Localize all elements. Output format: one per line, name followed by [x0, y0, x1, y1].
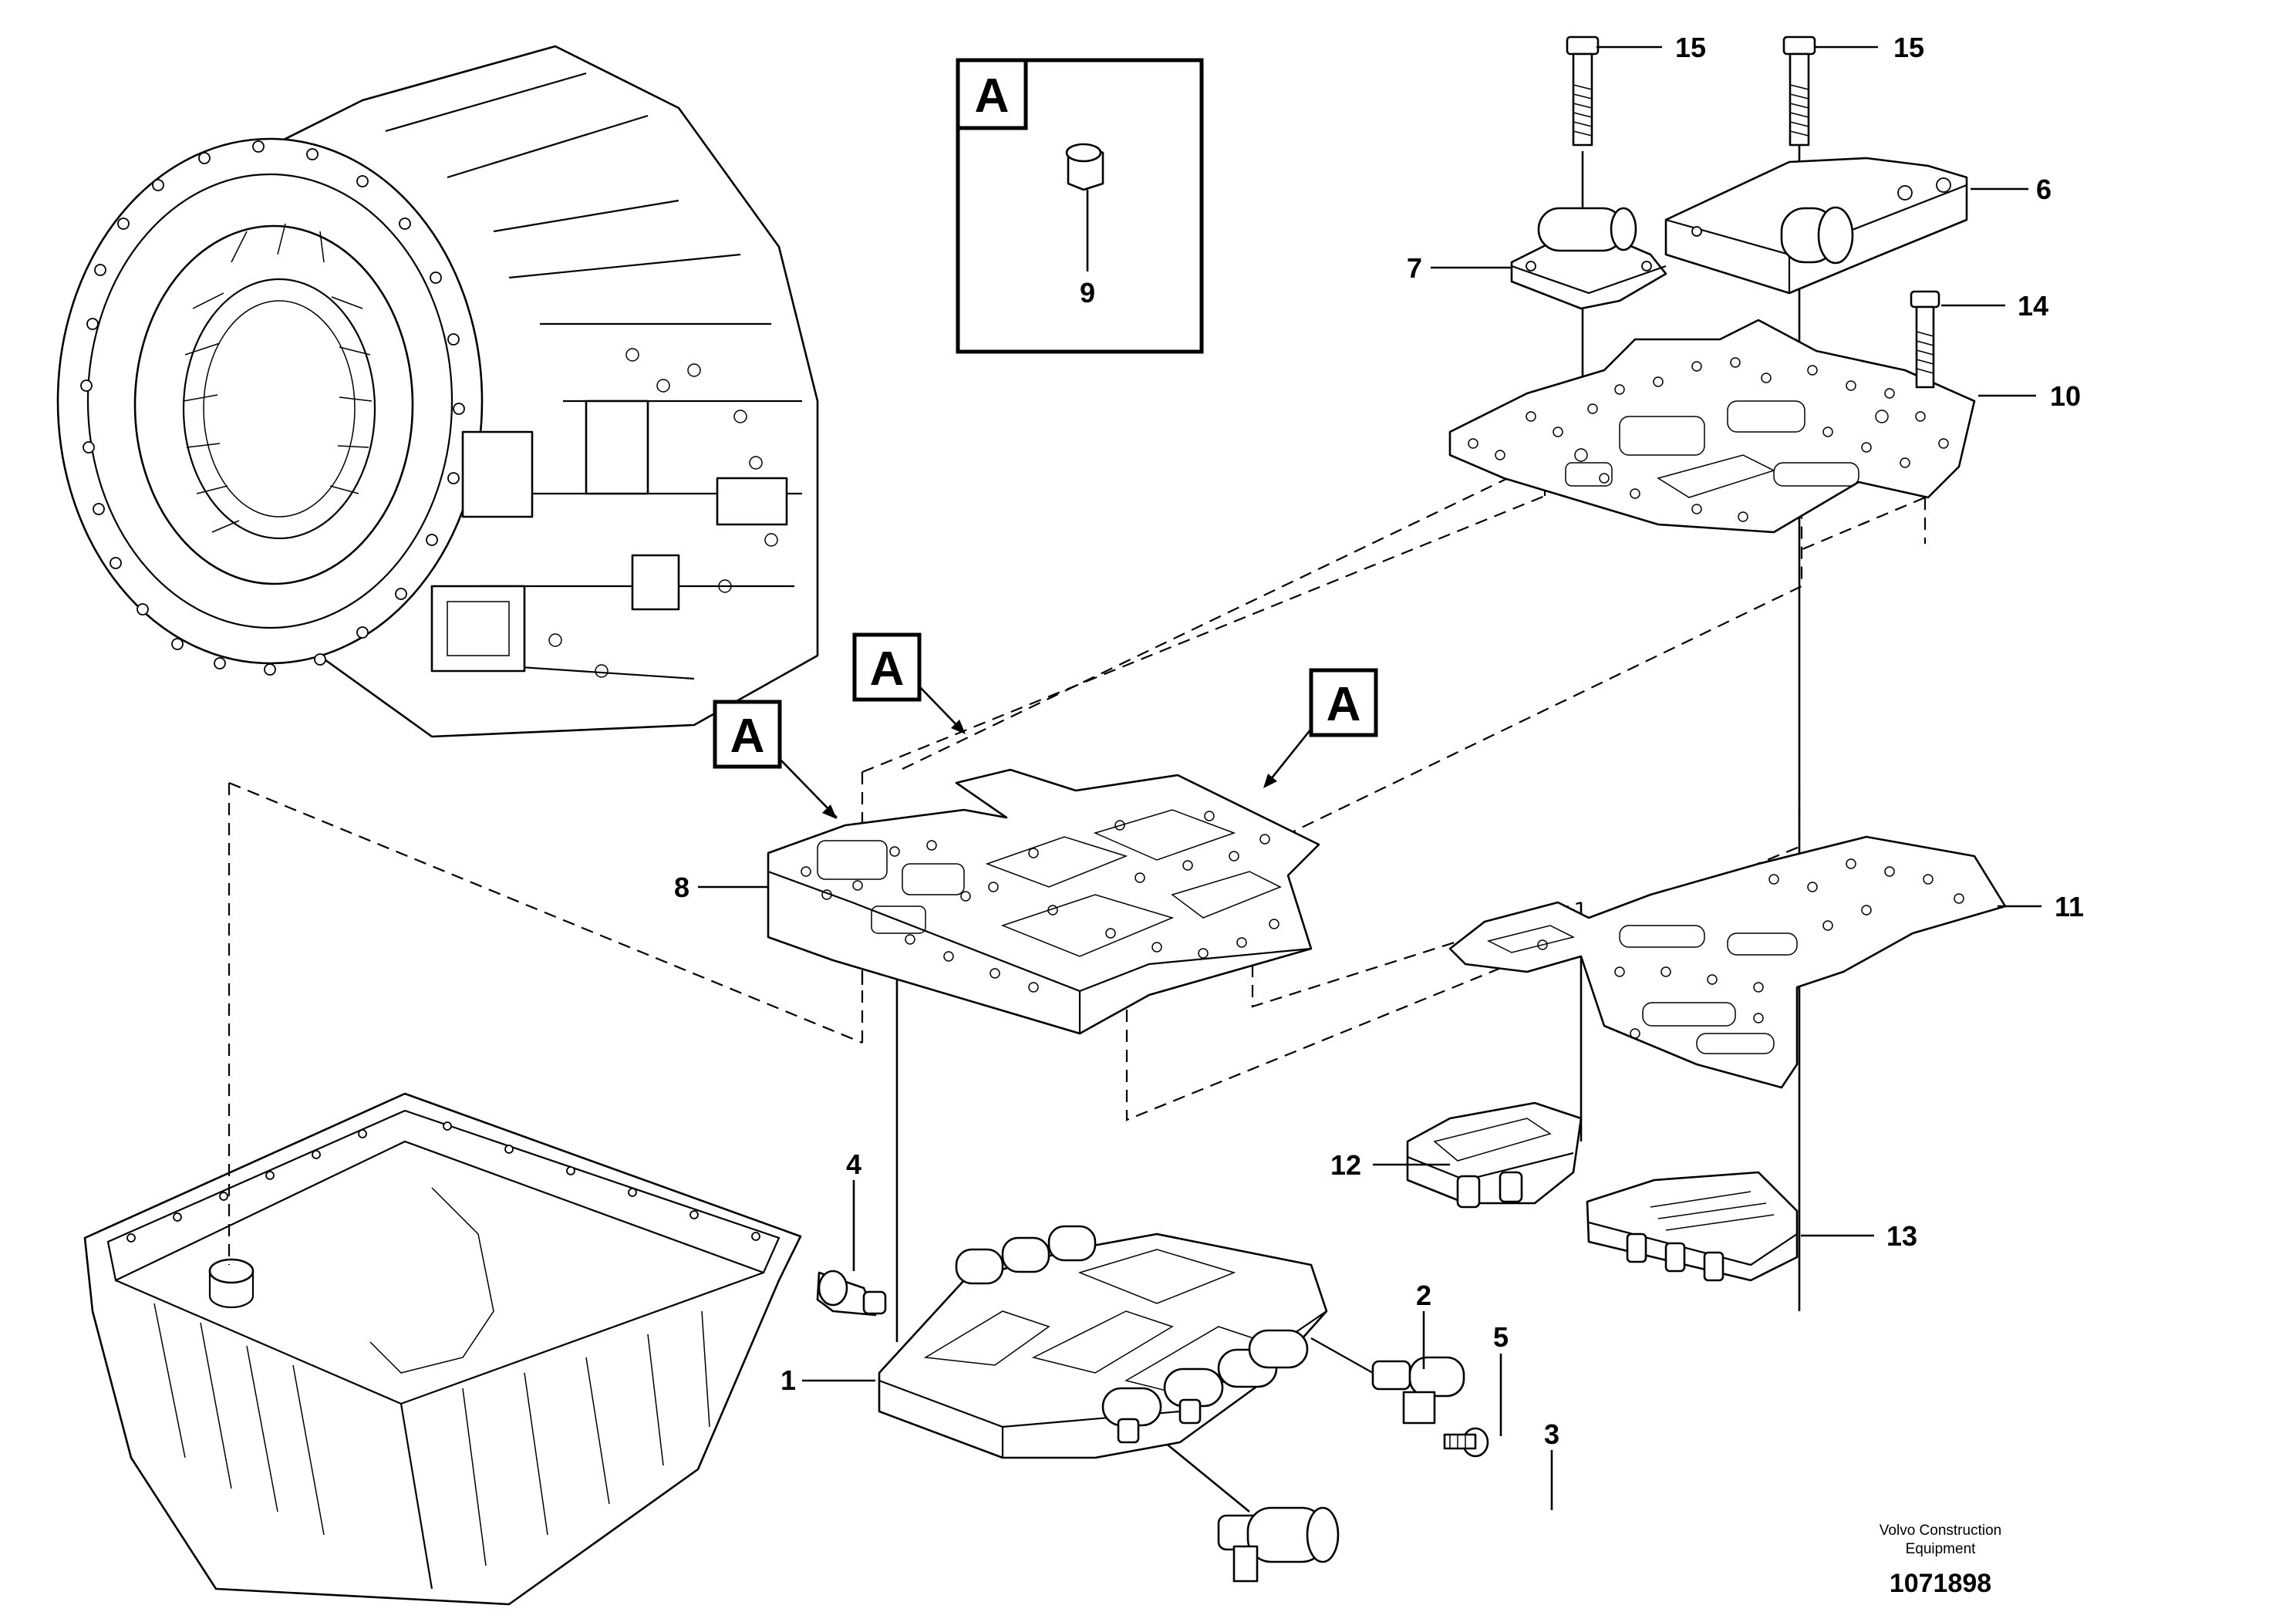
part-label-1: 1 [781, 1364, 796, 1396]
part-number-labels: 1 2 3 4 5 6 7 8 9 10 11 12 13 14 15 15 [674, 32, 2084, 1450]
part-label-15-right: 15 [1893, 32, 1924, 63]
part-label-14: 14 [2018, 290, 2048, 322]
svg-text:A: A [1327, 678, 1361, 731]
part-label-13: 13 [1886, 1220, 1917, 1252]
bolt-14 [1910, 290, 1940, 389]
callout-a-middle: A [852, 632, 966, 734]
gasket-plate-10 [1448, 319, 1976, 534]
solenoid-3 [1217, 1506, 1340, 1583]
brand-line-1: Volvo Construction [1880, 1523, 2001, 1539]
detail-inset-a: A [956, 58, 1204, 354]
part-label-7: 7 [1407, 252, 1422, 284]
svg-text:A: A [870, 642, 905, 696]
gasket-plate-11 [1448, 835, 2007, 1089]
oil-pan-rim-holes [126, 1121, 760, 1243]
callout-a-left: A [713, 700, 838, 819]
cover-plate-13 [1586, 1171, 1799, 1282]
part-label-2: 2 [1416, 1280, 1431, 1311]
part-label-8: 8 [674, 872, 689, 903]
valve-body-plate-8 [767, 768, 1320, 1035]
part-label-15-left: 15 [1675, 32, 1706, 63]
transmission-housing-illustration [56, 45, 819, 738]
part-label-11: 11 [2055, 891, 2084, 922]
part-label-9: 9 [1080, 277, 1095, 309]
brand-line-2: Equipment [1906, 1541, 1977, 1557]
sleeve-9 [1065, 143, 1104, 191]
housing-bolt-holes [80, 140, 465, 676]
bolt-15-right [1782, 35, 1816, 147]
cover-plate-12 [1406, 1101, 1583, 1209]
screw-5 [1443, 1427, 1489, 1458]
svg-text:A: A [730, 710, 765, 763]
bolt-15-left [1566, 35, 1600, 147]
callout-a-right: A [1263, 668, 1378, 788]
part-label-5: 5 [1493, 1321, 1509, 1353]
part-label-3: 3 [1544, 1418, 1559, 1450]
solenoid-valve-block-1 [878, 1225, 1328, 1459]
part-label-10: 10 [2050, 380, 2081, 412]
part-leader-lines [698, 46, 2041, 1510]
plug-4 [816, 1270, 887, 1317]
part-label-12: 12 [1330, 1149, 1361, 1181]
part-label-6: 6 [2036, 174, 2052, 205]
solenoid-2 [1310, 1337, 1465, 1425]
document-footer: Volvo Construction Equipment 1071898 [1880, 1523, 2001, 1598]
inset-letter: A [975, 69, 1010, 123]
oil-pan-illustration [83, 1092, 802, 1606]
document-number: 1071898 [1890, 1569, 1991, 1598]
part-label-4: 4 [846, 1148, 861, 1180]
solenoid-block-7 [1510, 207, 1667, 310]
solenoid-housing-6 [1664, 157, 1968, 295]
